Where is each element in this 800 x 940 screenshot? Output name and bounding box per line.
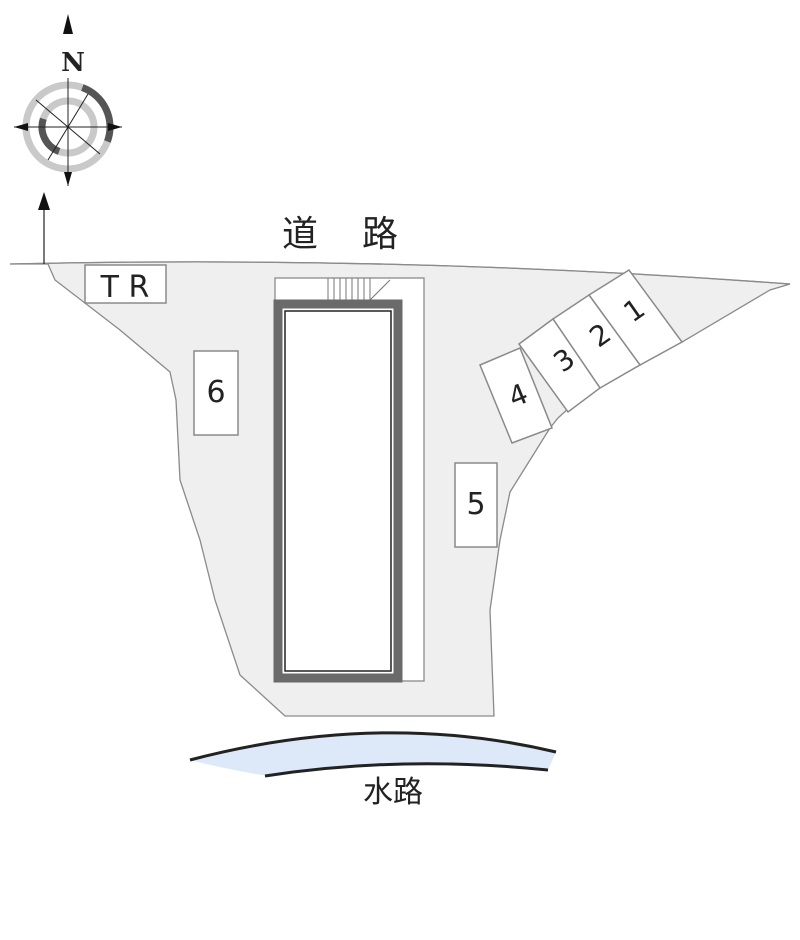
waterway bbox=[190, 732, 556, 776]
road-edge bbox=[9, 261, 791, 285]
parking-slot-5 bbox=[454, 462, 498, 548]
parking-number-5: 5 bbox=[466, 487, 485, 522]
waterway-edge-top bbox=[189, 731, 557, 762]
compass-icon: N bbox=[14, 14, 122, 186]
building bbox=[273, 299, 403, 683]
tr-box bbox=[84, 264, 167, 304]
compass-north-label: N bbox=[61, 48, 85, 78]
parking-slot-4 bbox=[479, 347, 553, 444]
stairs bbox=[327, 278, 391, 301]
parking-number-6: 6 bbox=[206, 375, 225, 410]
parking-slot-3 bbox=[517, 317, 602, 414]
tr-label: T R bbox=[100, 270, 150, 305]
building-inner-line bbox=[284, 310, 392, 672]
entrance-arrow-icon bbox=[38, 192, 50, 210]
parking-slot-6 bbox=[193, 350, 239, 436]
waterway-label: 水路 bbox=[363, 775, 423, 810]
waterway-edge-bottom bbox=[264, 762, 549, 778]
road-label: 道 路 bbox=[282, 214, 402, 255]
